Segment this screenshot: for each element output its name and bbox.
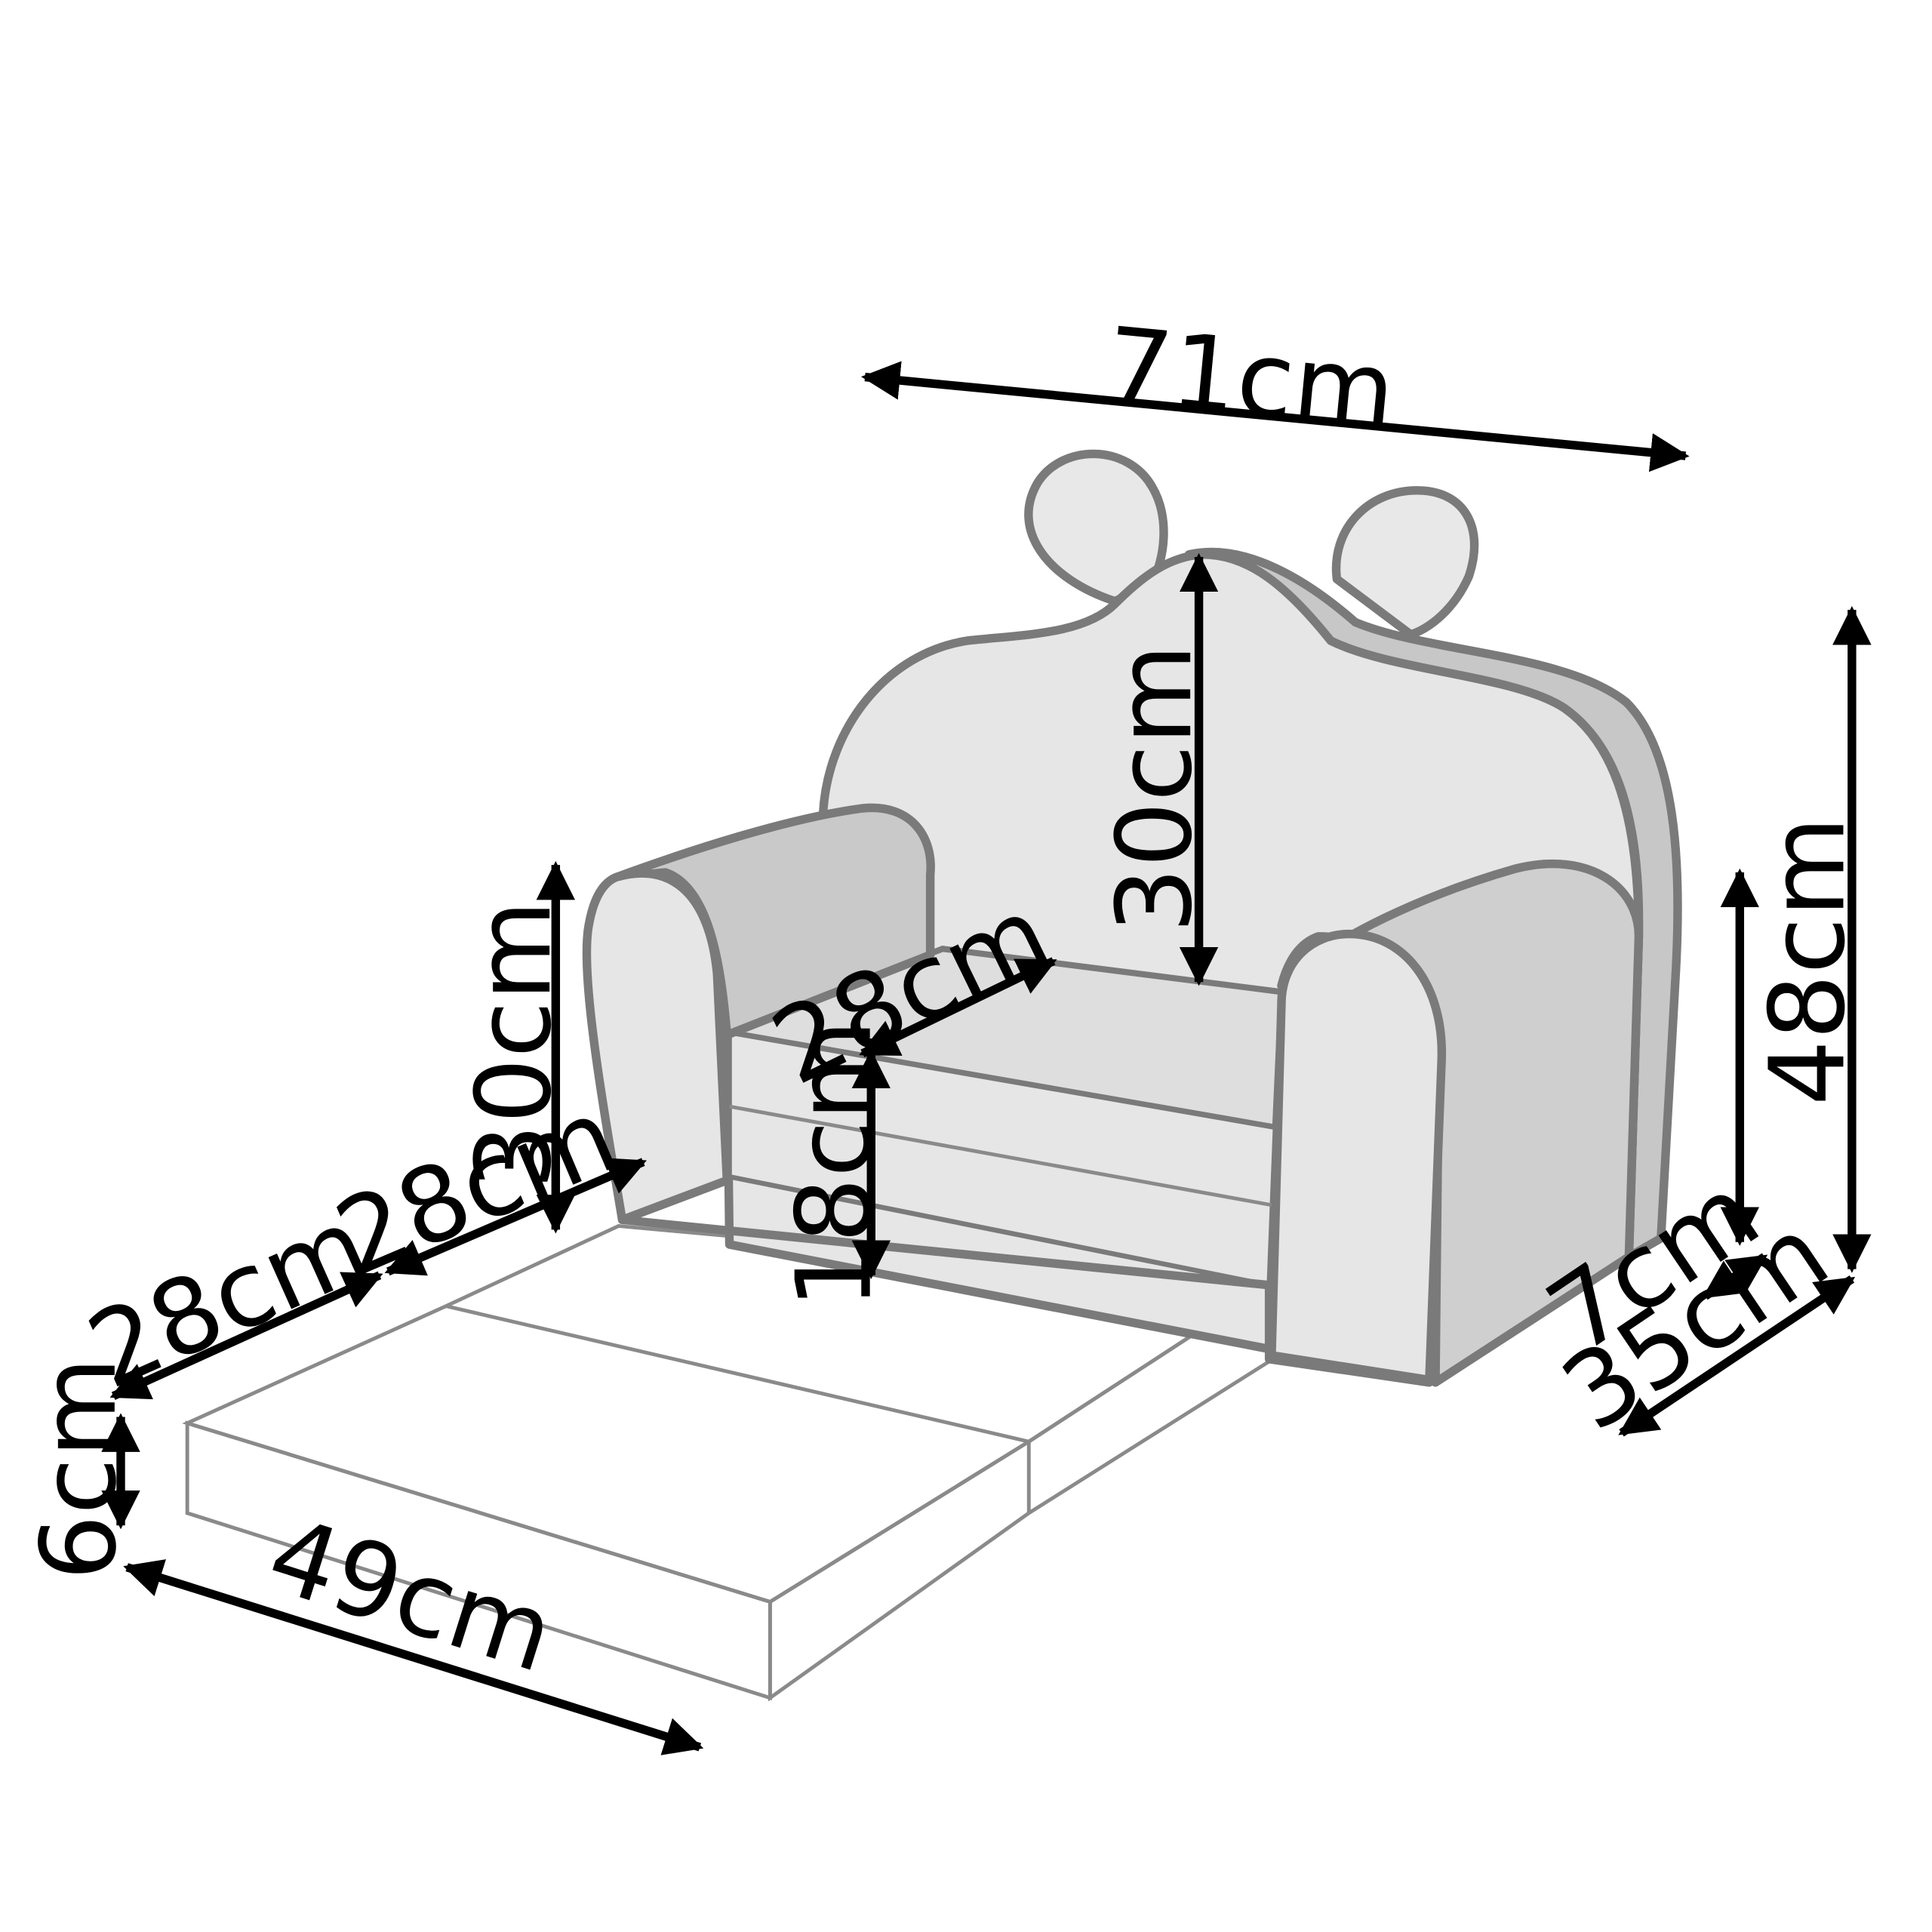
mattress-fold-line	[445, 1304, 1029, 1444]
label-total-height: 48cm	[1748, 817, 1868, 1106]
label-total-width: 71cm	[1100, 306, 1400, 453]
dimension-lines	[101, 361, 1872, 1755]
label-armrest-height: 30cm	[454, 900, 574, 1189]
seat-layer-line	[729, 1104, 1272, 1208]
arrow-armrest-depth	[1618, 1275, 1856, 1437]
arrow-mattress-section-1	[109, 1271, 383, 1400]
right-armrest-front	[1267, 929, 1446, 1385]
label-mattress-thickness: 6cm	[20, 1357, 140, 1580]
arrow-total-width	[861, 361, 1690, 472]
sofa	[582, 449, 1682, 1387]
right-ear	[1331, 486, 1479, 639]
label-backrest-height: 30cm	[1095, 644, 1215, 933]
arrow-seat-depth	[859, 957, 1057, 1058]
arrow-mattress-section-2	[384, 1158, 647, 1276]
arrow-mattress-width	[123, 1559, 704, 1755]
left-armrest-front	[582, 869, 731, 1225]
label-seat-height: 18cm	[775, 1020, 895, 1309]
mattress-side-face	[768, 1281, 1272, 1702]
sofa-base-edge	[617, 1215, 1434, 1387]
